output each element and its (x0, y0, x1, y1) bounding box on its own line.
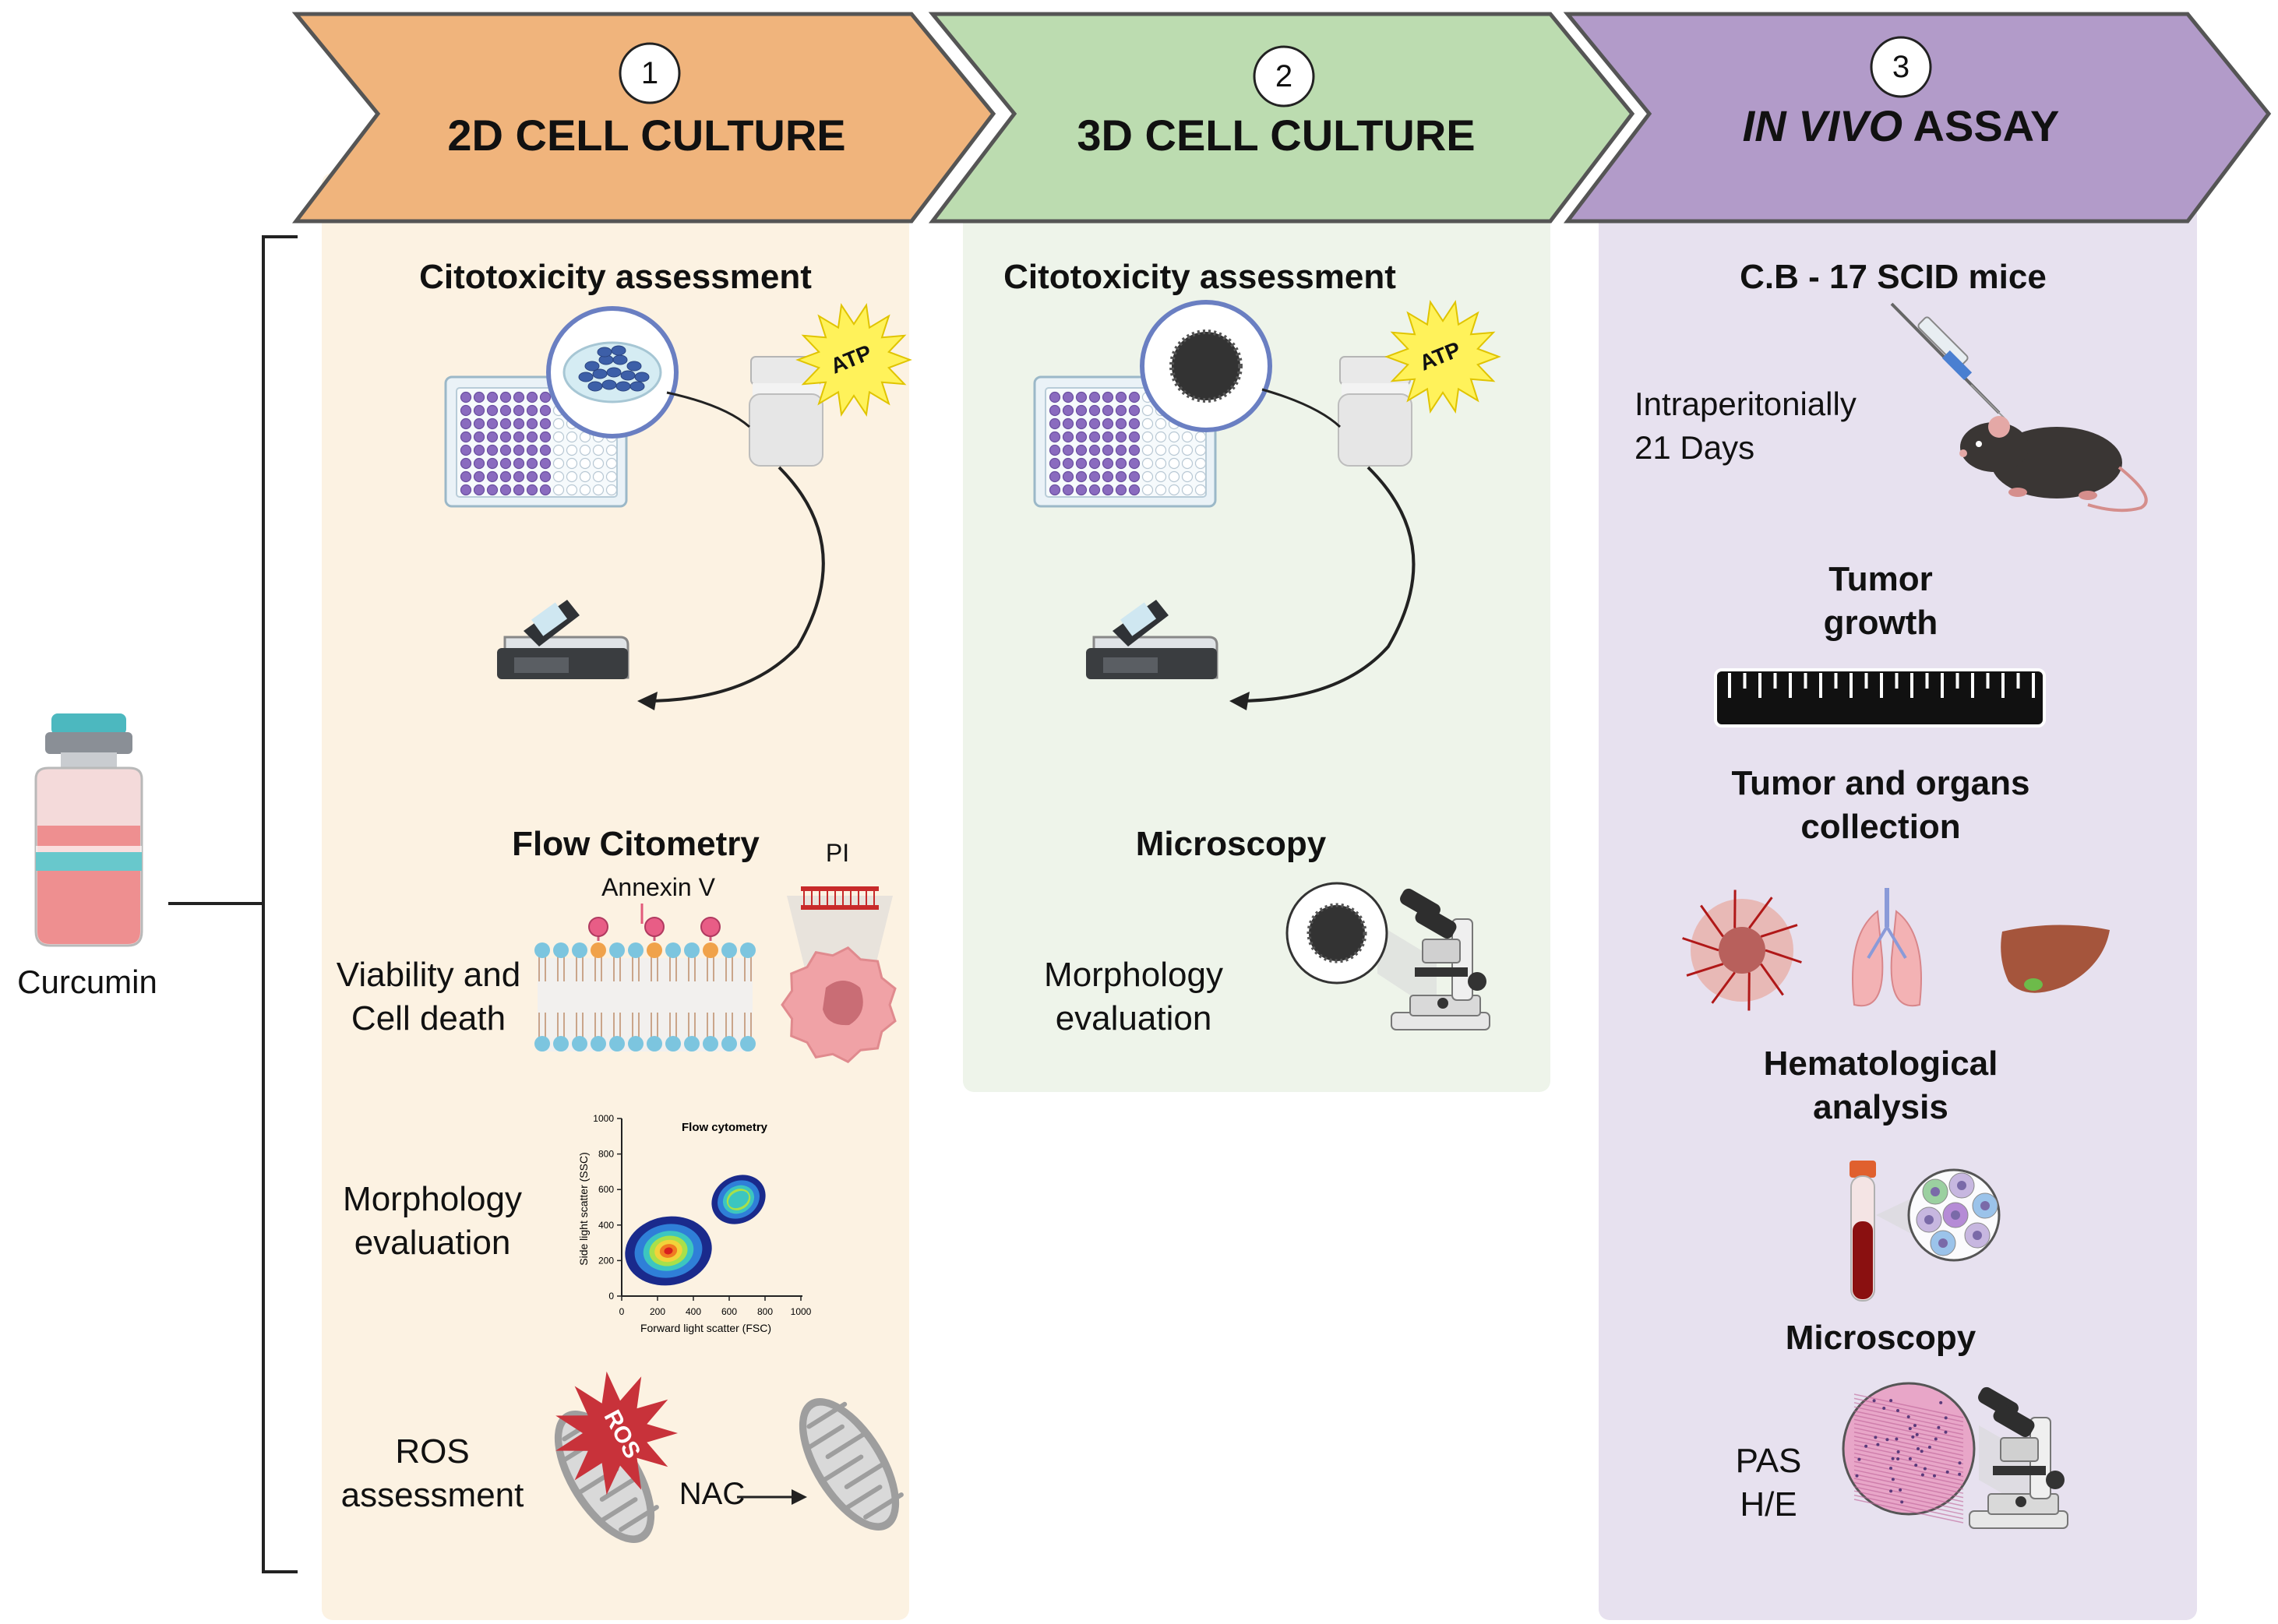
mouse-icon (1959, 416, 2148, 513)
step-number-circle-2 (1253, 45, 1315, 107)
step-number-1: 1 (640, 56, 659, 90)
panel-in-vivo-assay (1599, 173, 2197, 1620)
atp-reagent-bottle-icon (749, 356, 823, 467)
ros-label-line2: assessment (340, 1476, 524, 1514)
ruler-icon (1714, 668, 2046, 727)
chevron-stage-2 (928, 12, 1635, 224)
svg-text:400: 400 (598, 1220, 614, 1231)
annexin-label: Annexin V (601, 873, 715, 901)
atp-burst-icon-2d (795, 303, 912, 417)
flow-cytometry-scatter-plot: 00 200 200 400 400 600 600 800 800 1000 1000 (593, 1113, 811, 1317)
plate-reader-icon (497, 600, 629, 679)
pi-label: PI (825, 839, 850, 867)
adherent-cells-icon (578, 345, 650, 392)
step-number-3: 3 (1892, 50, 1910, 84)
cell-membrane-bilayer-icon (534, 917, 756, 1052)
svg-text:0: 0 (608, 1291, 614, 1302)
microscope-icon-3d (1391, 888, 1490, 1030)
morphology-label-2d-line1: Morphology (343, 1180, 522, 1218)
stage-title-2d: 2D CELL CULTURE (447, 111, 846, 160)
treatment-bracket (168, 235, 298, 1573)
ros-label-line1: ROS (395, 1432, 470, 1471)
plot-xlabel: Forward light scatter (FSC) (640, 1322, 771, 1334)
step-number-circle-1 (619, 42, 681, 104)
morphology-label-3d-line1: Morphology (1044, 956, 1223, 994)
plot-title: Flow cytometry (682, 1121, 768, 1134)
stain-label-line2: H/E (1740, 1485, 1797, 1524)
microscope-icon-vivo (1969, 1386, 2068, 1529)
syringe-icon (1890, 302, 2008, 421)
viability-label-line1: Viability and (336, 956, 521, 994)
tumor-growth-line2: growth (1823, 604, 1938, 642)
microscopy-title-3d: Microscopy (1135, 825, 1327, 863)
mice-title: C.B - 17 SCID mice (1740, 258, 2047, 296)
stain-label-line1: PAS (1735, 1442, 1802, 1480)
svg-text:600: 600 (721, 1306, 737, 1317)
svg-text:200: 200 (598, 1255, 614, 1266)
stage-title-italic: IN VIVO (1742, 101, 1903, 150)
tumor-icon (1682, 890, 1802, 1011)
blood-tube-icon (1850, 1161, 1876, 1302)
plot-ylabel: Side light scatter (SSC) (577, 1152, 590, 1266)
nac-label: NAC (679, 1477, 746, 1511)
step-number-circle-3 (1870, 36, 1932, 98)
stage-title-3d: 3D CELL CULTURE (1077, 111, 1476, 160)
mitochondrion-healthy-icon (799, 1398, 904, 1531)
microscopy-title-vivo: Microscopy (1785, 1319, 1977, 1357)
hematological-line2: analysis (1813, 1088, 1948, 1126)
svg-text:200: 200 (650, 1306, 665, 1317)
atp-reagent-bottle-icon-3d (1338, 356, 1412, 467)
viability-label-line2: Cell death (351, 999, 506, 1037)
svg-text:600: 600 (598, 1184, 614, 1195)
step-number-2: 2 (1275, 59, 1293, 93)
workflow-arrow-3d (1235, 466, 1416, 703)
morphology-label-3d-line2: evaluation (1055, 999, 1212, 1037)
route-label-line2: 21 Days (1634, 429, 1755, 466)
plate-wells-2d (460, 391, 618, 496)
chevron-stage-3 (1563, 12, 2272, 224)
ros-burst-icon (555, 1371, 678, 1495)
cytotoxicity-title-3d: Citotoxicity assessment (1003, 258, 1396, 296)
hematological-line1: Hematological (1763, 1045, 1998, 1083)
organs-collection-line2: collection (1800, 808, 1961, 846)
svg-text:0: 0 (619, 1306, 625, 1317)
stage-title-in-vivo: IN VIVO ASSAY (1667, 100, 2135, 152)
stage-title-rest: ASSAY (1902, 101, 2060, 150)
liver-icon (2001, 925, 2110, 993)
tumor-growth-line1: Tumor (1828, 560, 1933, 598)
svg-text:1000: 1000 (791, 1306, 812, 1317)
chevron-stage-1 (291, 12, 996, 224)
morphology-label-2d-line2: evaluation (354, 1224, 511, 1262)
svg-text:1000: 1000 (593, 1113, 614, 1124)
svg-text:800: 800 (757, 1306, 773, 1317)
lungs-icon (1852, 888, 1922, 1007)
atp-burst-icon-3d (1384, 300, 1501, 414)
pi-stained-cell-icon (781, 886, 897, 1064)
flow-cytometry-title: Flow Citometry (512, 825, 760, 863)
cytotoxicity-title-2d: Citotoxicity assessment (419, 258, 812, 296)
plate-reader-icon-3d (1086, 600, 1218, 679)
drug-label: Curcumin (17, 963, 157, 1000)
svg-text:400: 400 (686, 1306, 701, 1317)
svg-text:800: 800 (598, 1149, 614, 1160)
organs-collection-line1: Tumor and organs (1731, 764, 2030, 802)
route-label-line1: Intraperitonially (1634, 386, 1857, 422)
workflow-arrow-2d (643, 466, 825, 703)
